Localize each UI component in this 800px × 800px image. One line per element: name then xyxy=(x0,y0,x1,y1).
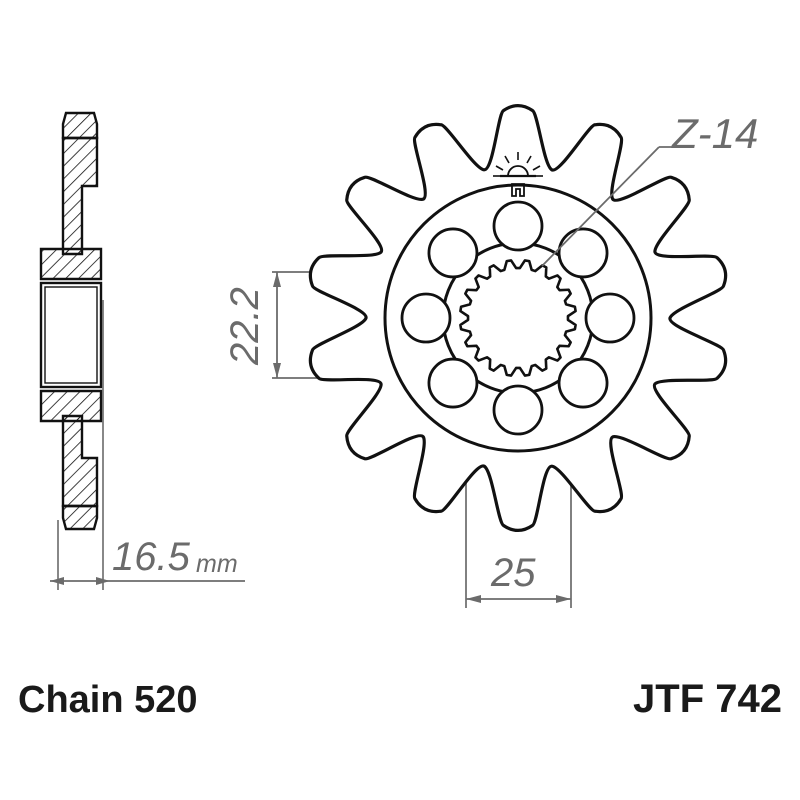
side-tooth-body-top xyxy=(61,136,99,256)
thickness-value-label: 16.5 xyxy=(112,535,191,579)
tooth-count-leader-diagonal xyxy=(541,146,660,267)
thickness-unit-label: mm xyxy=(196,550,238,578)
side-bore-recess-inner xyxy=(44,286,98,384)
side-tooth-tip-top xyxy=(61,111,99,140)
dimension-bore: 22.2 xyxy=(223,272,281,378)
side-flange-bottom xyxy=(39,389,103,423)
lightening-hole xyxy=(492,384,544,436)
lightening-hole xyxy=(400,292,452,344)
outer-plate-circle xyxy=(383,183,653,453)
bore-arrow-bottom xyxy=(273,363,281,378)
side-flange-top xyxy=(39,247,103,281)
lightening-hole xyxy=(492,200,544,252)
bore-value-label: 22.2 xyxy=(223,287,267,366)
lightening-hole xyxy=(584,292,636,344)
sunburst-stamp-logo xyxy=(493,152,543,197)
front-view xyxy=(272,103,728,608)
dimension-thickness: 16.5 mm xyxy=(50,535,245,585)
splined-bore-outline xyxy=(459,259,577,377)
thickness-arrow-left xyxy=(50,577,64,585)
thickness-arrow-right xyxy=(96,577,110,585)
side-section-view xyxy=(39,111,104,590)
tooth-count-label: Z-14 xyxy=(671,110,758,157)
lightening-hole xyxy=(427,227,479,279)
spline-arrow-left xyxy=(466,595,481,603)
lightening-hole xyxy=(557,357,609,409)
tooth-count-callout: Z-14 xyxy=(541,110,758,267)
dimension-spline: 25 xyxy=(466,551,571,603)
lightening-hole xyxy=(557,227,609,279)
lightening-hole-group xyxy=(400,200,636,436)
bore-arrow-top xyxy=(273,272,281,287)
spline-value-label: 25 xyxy=(490,551,536,595)
side-tooth-body-bottom xyxy=(61,414,99,508)
part-number-label: JTF 742 xyxy=(633,677,782,721)
lightening-hole xyxy=(427,357,479,409)
spline-arrow-right xyxy=(556,595,571,603)
side-tooth-tip-bottom xyxy=(61,504,99,531)
chain-spec-label: Chain 520 xyxy=(18,679,198,721)
